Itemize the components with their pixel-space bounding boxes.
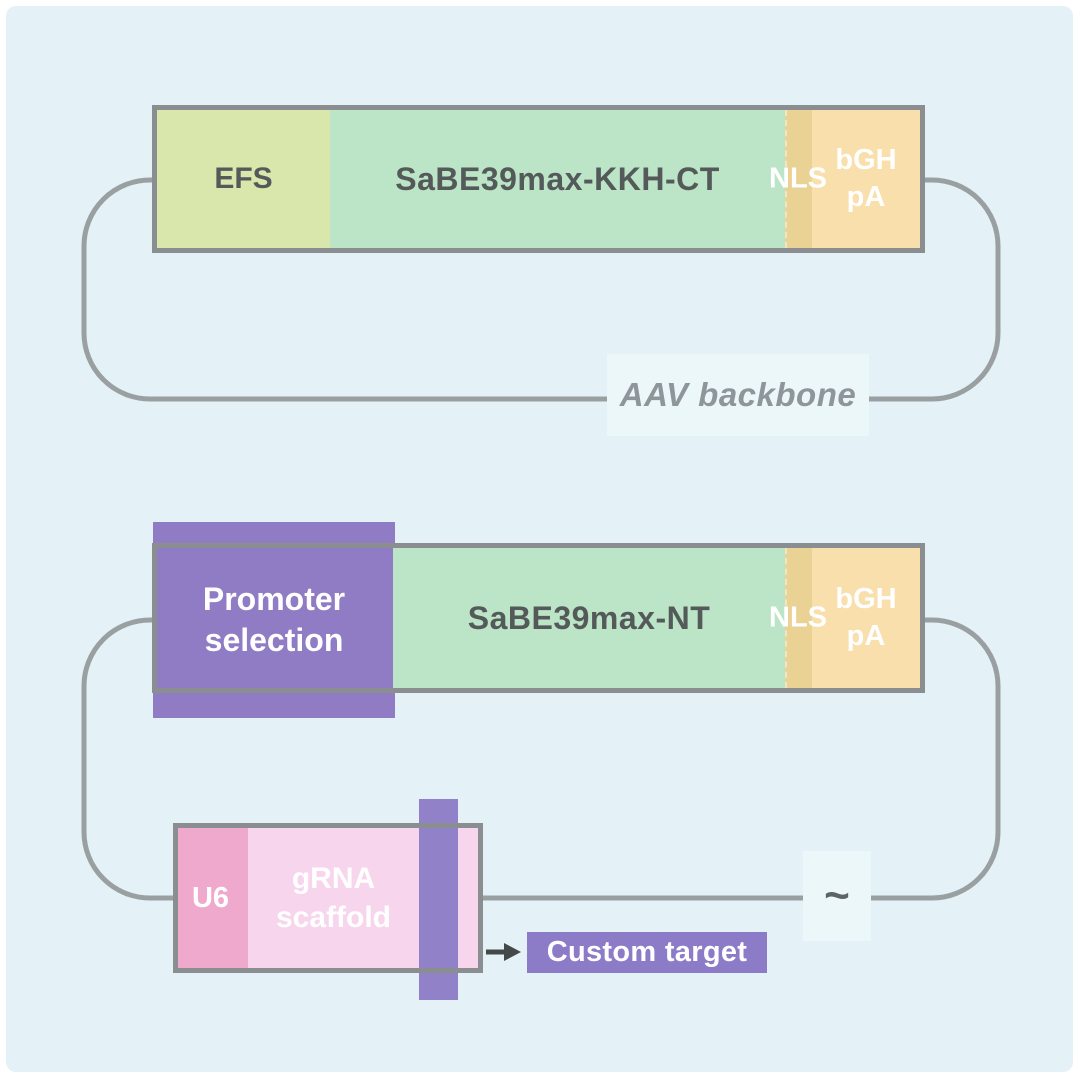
bgh-label-bottom: bGH [835,583,897,615]
promoter-selection-label-line1: Promoter [202,581,346,617]
target-arrow-head-icon [504,943,521,961]
nls-segment [785,110,814,248]
target-insert-slot-bar [419,799,458,1000]
tilde-label-box: ~ [803,851,871,941]
top-construct-bar: EFS SaBE39max-KKH-CT bGH pA NLS [152,105,925,253]
grna-scaffold-label-line1: gRNA [291,862,376,895]
sabe39max-kkh-ct-segment: SaBE39max-KKH-CT [330,110,785,248]
efs-promoter-label: EFS [214,162,273,195]
grna-scaffold-label-line2: scaffold [275,901,392,934]
nls-label-bottom: NLS [769,601,827,634]
sabe39max-kkh-ct-label: SaBE39max-KKH-CT [395,160,720,197]
promoter-selection-box: Promoter selection [153,522,395,718]
bottom-construct-bar: SaBE39max-NT bGH pA NLS [152,543,925,693]
tilde-label: ~ [824,871,850,920]
custom-target-label: Custom target [546,936,748,968]
u6-promoter-label: U6 [191,881,230,914]
pa-label-bottom: pA [846,620,886,652]
bgh-label: bGH [835,144,897,176]
bgh-pa-segment: bGH pA [812,110,920,248]
nls-segment-bottom [785,548,814,688]
bgh-pa-segment-bottom: bGH pA [812,548,920,688]
sabe39max-nt-label: SaBE39max-NT [467,599,711,636]
pa-label: pA [846,181,886,213]
nls-label: NLS [769,162,827,195]
aav-backbone-label-box: AAV backbone [607,354,869,436]
sabe39max-nt-segment: SaBE39max-NT [393,548,785,688]
grna-scaffold-label-block: gRNA scaffold [248,823,419,973]
promoter-window-segment [157,548,393,688]
aav-backbone-label: AAV backbone [619,376,857,413]
custom-target-box: Custom target [527,932,767,973]
efs-promoter-segment: EFS [157,110,330,248]
grna-cassette-border [173,823,483,973]
promoter-selection-label-line2: selection [204,622,344,658]
u6-promoter-segment: U6 [173,823,248,973]
